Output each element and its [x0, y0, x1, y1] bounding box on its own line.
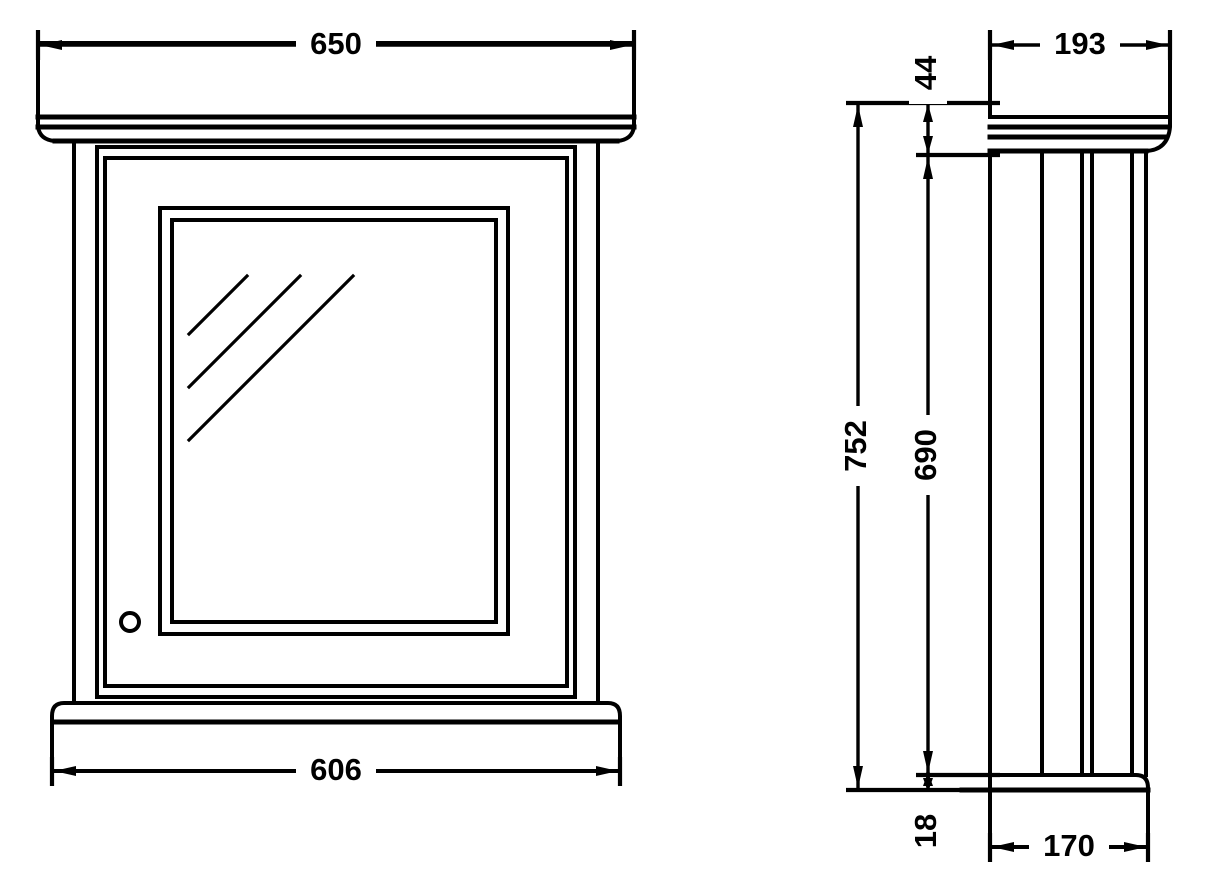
door-knob-icon[interactable]	[119, 611, 141, 633]
dim-44-text-bg	[909, 42, 947, 104]
dim-752-text: 752	[838, 420, 873, 472]
side-cornice-cove-right	[1143, 115, 1172, 154]
dim-170-text-bg	[1029, 828, 1109, 866]
dimension-body-height: 690	[908, 157, 1000, 778]
dimension-side-bottom-depth: 170	[987, 828, 1151, 866]
dim-690-arrow-bottom	[923, 751, 933, 773]
front-view-group: 650 606	[35, 26, 637, 790]
dim-752-arrow-bottom	[853, 766, 863, 788]
reflection-line-1	[186, 273, 250, 337]
dim-606-arrow-right	[596, 766, 618, 776]
dim-193-text: 193	[1054, 26, 1106, 61]
dim-690-arrow-top	[923, 157, 933, 179]
dim-690-text-bg	[909, 415, 947, 495]
front-plinth	[50, 701, 622, 773]
dim-650-arrow-left	[40, 40, 62, 50]
front-mirror-reflection-lines	[186, 273, 356, 443]
dim-650-text: 650	[310, 26, 362, 61]
dimension-front-top-width: 650	[35, 26, 637, 64]
dim-170-text: 170	[1043, 828, 1095, 863]
dimension-cornice-height: 44	[908, 42, 1000, 158]
dim-193-arrow-left	[992, 40, 1014, 50]
dim-44-arrow-top	[923, 104, 933, 122]
side-carcass	[988, 149, 1148, 777]
dim-690-text: 690	[908, 429, 943, 481]
dim-170-arrow-right	[1124, 842, 1146, 852]
dimension-overall-height: 752	[838, 100, 1000, 793]
front-mirror-moulding-inner[interactable]	[170, 218, 498, 624]
dim-650-text-bg	[296, 26, 376, 64]
dim-18-text-bg	[909, 800, 947, 862]
dim-44-text: 44	[908, 55, 943, 90]
side-view-group: 193 170 752	[838, 26, 1173, 866]
front-mirror-door[interactable]	[158, 206, 510, 636]
dim-193-text-bg	[1040, 26, 1120, 64]
dim-752-arrow-top	[853, 105, 863, 127]
dim-193-arrow-right	[1146, 40, 1168, 50]
dim-18-arrow-bottom	[923, 778, 933, 792]
dimension-front-bottom-width: 606	[49, 752, 623, 790]
dim-650-arrow-right	[610, 40, 632, 50]
dim-18-text: 18	[908, 814, 943, 848]
dimension-plinth-height: 18	[908, 772, 947, 862]
side-plinth-outline	[988, 773, 1150, 849]
dim-606-text-bg	[296, 752, 376, 790]
dim-606-text: 606	[310, 752, 362, 787]
dim-170-arrow-left	[992, 842, 1014, 852]
dimension-side-top-depth: 193	[987, 26, 1173, 64]
reflection-line-3	[186, 273, 356, 443]
front-carcass	[72, 139, 600, 705]
dim-606-arrow-left	[54, 766, 76, 776]
front-plinth-body	[50, 701, 622, 773]
dim-44-arrow-bottom	[923, 136, 933, 154]
reflection-line-2	[186, 273, 303, 390]
dim-752-text-bg	[839, 406, 877, 486]
